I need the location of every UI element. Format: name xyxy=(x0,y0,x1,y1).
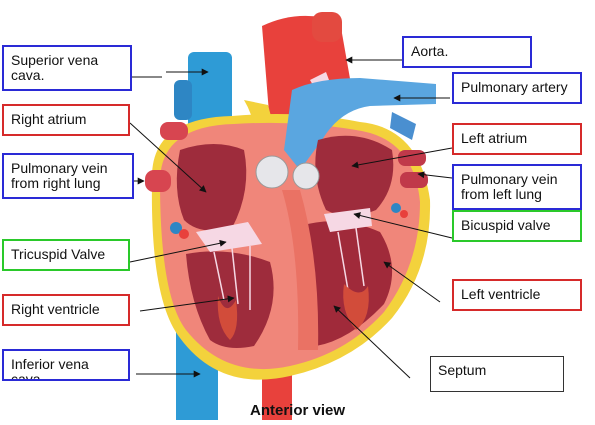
leader-right-atrium xyxy=(129,122,207,193)
label-pulmonary-vein-right: Pulmonary vein from right lung xyxy=(2,153,134,199)
leader-bicuspid-valve xyxy=(353,212,453,239)
label-superior-vena-cava: Superior vena cava. xyxy=(2,45,132,91)
chordae-tendineae xyxy=(213,227,365,310)
right-pulmonary-vein-vessel xyxy=(145,170,171,192)
aortic-valve xyxy=(292,162,320,190)
pulmonary-valve xyxy=(255,155,289,189)
papillary-muscle-left xyxy=(343,284,369,330)
left-pulmonary-branch xyxy=(390,112,416,140)
label-inferior-vena-cava: Inferior vena cava xyxy=(2,349,130,381)
label-right-atrium: Right atrium xyxy=(2,104,130,136)
left-pulmonary-vein-upper xyxy=(398,150,426,166)
label-pulmonary-vein-left: Pulmonary vein from left lung xyxy=(452,164,582,210)
coronary-vein xyxy=(170,222,182,234)
label-aorta: Aorta. xyxy=(402,36,532,68)
diagram-caption: Anterior view xyxy=(249,402,346,419)
label-tricuspid-valve: Tricuspid Valve xyxy=(2,239,130,271)
label-right-ventricle: Right ventricle xyxy=(2,294,130,326)
label-left-atrium: Left atrium xyxy=(452,123,582,155)
left-atrium-chamber xyxy=(315,135,394,216)
label-pulmonary-artery: Pulmonary artery xyxy=(452,72,582,104)
label-septum: Septum xyxy=(430,356,564,392)
leader-left-ventricle xyxy=(383,261,441,303)
papillary-muscle-right xyxy=(217,296,238,340)
label-left-ventricle: Left ventricle xyxy=(452,279,582,311)
right-atrium-chamber xyxy=(176,144,247,231)
septum-wall xyxy=(282,190,319,350)
leader-septum xyxy=(333,305,411,379)
coronary-artery xyxy=(179,229,189,239)
leader-tricuspid-valve xyxy=(129,239,227,263)
label-bicuspid-valve: Bicuspid valve xyxy=(452,210,582,242)
leader-right-ventricle xyxy=(139,295,235,312)
right-pulmonary-vein-upper xyxy=(160,122,188,140)
coronary-artery-left xyxy=(400,210,408,218)
left-ventricle-chamber xyxy=(299,221,393,346)
azygos-branch xyxy=(174,80,192,120)
coronary-vein-left xyxy=(391,203,401,213)
leader-left-atrium xyxy=(351,147,453,169)
aortic-branch xyxy=(312,12,342,42)
leader-pulmonary-vein-left xyxy=(417,171,453,179)
